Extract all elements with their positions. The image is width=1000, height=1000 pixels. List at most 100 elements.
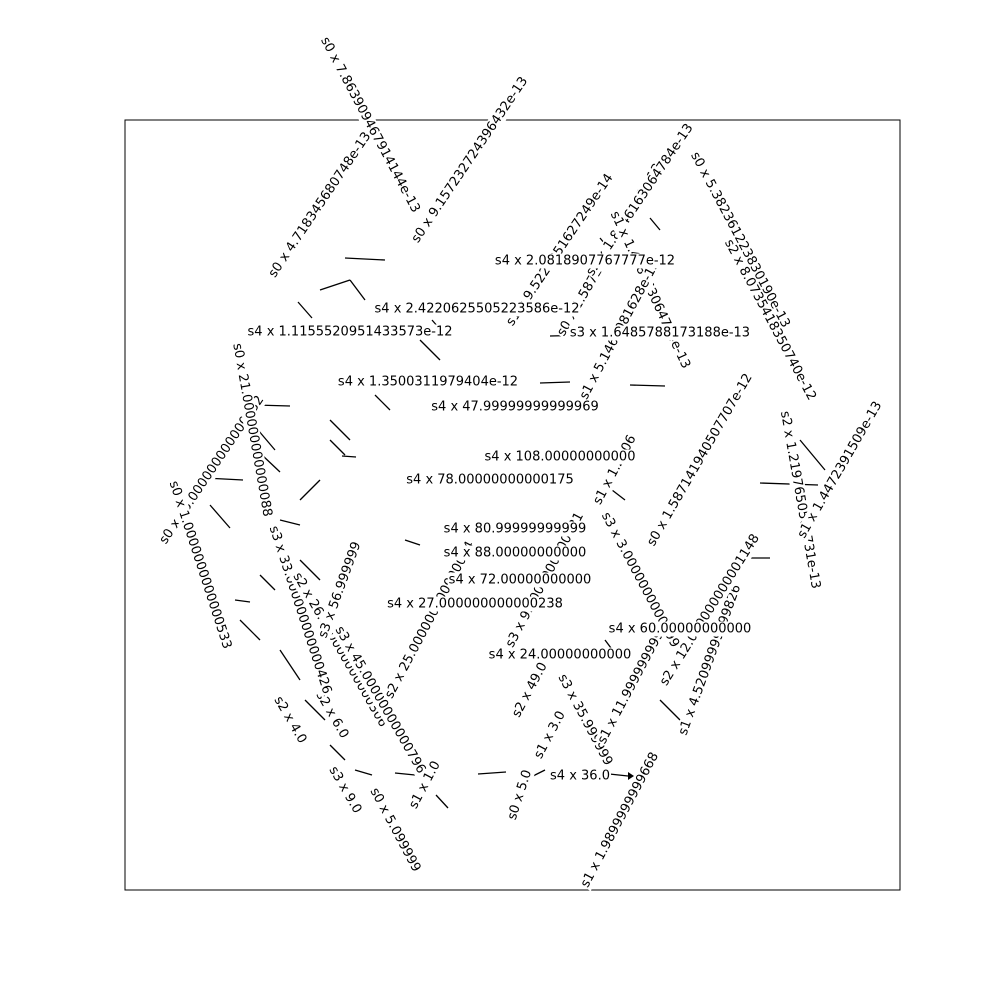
edge-label-slanted-text: s2 x 6.0 — [313, 689, 352, 741]
edge-line — [419, 339, 441, 361]
edge-label-slanted-background — [504, 767, 536, 823]
edge-label-slanted-text: s0 x 1.0000000000000533 — [166, 479, 235, 651]
edge-line — [329, 419, 351, 441]
edge-label-slanted: s0 x 5.382361223830190e-13 — [686, 148, 794, 332]
edge-label-horizontal: s4 x 72.00000000000 — [447, 572, 593, 588]
edge-line — [629, 384, 666, 387]
edge-label-slanted-text: s1 x 1.2906 — [590, 433, 639, 508]
edge-label-slanted: s0 x 1.587141940507707e-12 — [643, 370, 757, 550]
edge-line — [659, 699, 681, 721]
edge-label-slanted-text: s0 x 4.718345680748e-13 — [266, 130, 375, 281]
edge-label-horizontal-background — [442, 521, 588, 537]
edge-line — [611, 489, 626, 501]
edge-label-slanted-background — [643, 370, 757, 550]
edge-label-horizontal-text: s4 x 36.0 — [550, 769, 610, 784]
edge-label-slanted-background — [720, 236, 820, 404]
edge-label-slanted-background — [530, 707, 570, 763]
edge-label-horizontal: s4 x 24.00000000000 — [487, 647, 633, 663]
edge-line — [299, 479, 321, 501]
edge-label-horizontal-background — [549, 768, 611, 784]
edge-label-horizontal-text: s4 x 1.1155520951433573e-12 — [248, 325, 453, 340]
edge-line — [341, 455, 357, 458]
edge-line — [394, 772, 416, 776]
edge-label-slanted-background — [331, 622, 429, 778]
edge-label-horizontal-background — [386, 596, 564, 612]
edge-label-slanted-background — [229, 341, 275, 519]
edge-line — [279, 649, 301, 681]
edge-line — [329, 744, 346, 761]
edge-label-slanted-text: s2 x 8.0735418350740e-12 — [721, 237, 819, 403]
edge-line — [349, 279, 366, 301]
edge-line — [374, 394, 391, 411]
edge-label-slanted-text: s1 x 3.0 — [531, 709, 569, 762]
edge-line — [234, 599, 251, 603]
edge-label-horizontal-background — [487, 647, 633, 663]
edge-line — [539, 381, 571, 384]
edge-label-slanted: s2 x 4.0 — [270, 693, 310, 747]
edge-line — [344, 257, 386, 261]
edge-label-slanted-background — [289, 569, 391, 731]
edge-label-slanted-text: s3 x 56.999999 — [316, 540, 365, 640]
edge-line — [435, 794, 449, 809]
edge-label-horizontal-text: s4 x 47.99999999999969 — [431, 400, 598, 415]
edge-line — [261, 454, 281, 473]
edge-label-slanted-background — [554, 670, 616, 770]
edge-line — [209, 504, 231, 529]
edge-label-horizontal: s4 x 80.99999999999 — [442, 521, 588, 537]
edge-label-horizontal-text: s4 x 2.0818907767777e-12 — [495, 254, 675, 269]
edge-label-slanted-text: s2 x 4.0 — [271, 694, 310, 746]
edge-label-slanted-background — [405, 757, 445, 813]
edge-label-horizontal: s4 x 78.00000000000175 — [405, 472, 575, 488]
edge-line — [299, 559, 321, 581]
edge-label-slanted-background — [312, 688, 352, 742]
edge-label-slanted: s2 x 6.0 — [312, 688, 352, 742]
edge-label-slanted-background — [502, 170, 618, 330]
edge-line — [319, 279, 351, 291]
edge-label-slanted-background — [316, 33, 424, 217]
edge-label-slanted-background — [776, 408, 824, 592]
edge-label-slanted-text: s0 x 9.157232724396432e-13 — [409, 74, 531, 245]
edge-label-slanted: s2 x 8.0735418350740e-12 — [720, 236, 820, 404]
edge-label-slanted-text: s0 x 5.382361223830190e-13 — [687, 150, 793, 331]
edge-line — [329, 439, 346, 456]
edge-label-slanted-background — [265, 128, 375, 282]
edge-label-slanted-background — [408, 73, 532, 247]
edge-label-horizontal-background — [483, 449, 637, 465]
edge-label-horizontal-text: s4 x 72.00000000000 — [449, 573, 592, 588]
edge-label-horizontal-text: s4 x 108.00000000000 — [485, 450, 636, 465]
edge-label-slanted: s2 x 49.0 — [508, 659, 552, 721]
edge-label-horizontal-background — [442, 545, 588, 561]
edge-label-slanted-text: s0 x 1.587141940507707e-12 — [644, 371, 755, 549]
edge-line — [759, 482, 819, 486]
edge-label-horizontal-background — [373, 301, 581, 317]
edge-label-horizontal-text: s4 x 2.4220625505223586e-12 — [375, 302, 580, 317]
edge-line — [304, 699, 326, 721]
edge-label-slanted: s0 x 9.157232724396432e-13 — [408, 73, 532, 247]
edge-label-horizontal: s4 x 60.00000000000 — [607, 621, 753, 637]
edge-label-slanted-background — [366, 784, 424, 876]
edge-label-slanted-background — [315, 538, 365, 642]
edge-label-horizontal-text: s4 x 88.00000000000 — [444, 546, 587, 561]
edge-arrowhead — [628, 772, 634, 780]
edge-label-horizontal-background — [568, 325, 752, 341]
edge-label-horizontal: s4 x 1.3500311979404e-12 — [336, 374, 520, 390]
edge-line — [257, 429, 276, 451]
edge-label-horizontal: s4 x 1.1155520951433573e-12 — [246, 324, 454, 340]
edge-label-horizontal-background — [607, 621, 753, 637]
edge-label-slanted-text: s1 x 1.468163064784e-13 — [607, 209, 693, 371]
edge-line — [354, 769, 373, 776]
edge-label-slanted-background — [265, 523, 335, 697]
edge-label-slanted-background — [508, 659, 552, 721]
edge-label-slanted-background — [165, 478, 235, 652]
edge-line — [477, 771, 507, 775]
edge-label-slanted: s0 x 1.0000000000000533 — [165, 478, 235, 652]
edge-label-slanted: s1 x 1.2906 — [589, 431, 641, 509]
edge-line — [239, 619, 261, 641]
edge-label-slanted-text: s2 x 25.000000000000064 — [382, 539, 478, 701]
edge-label-horizontal-text: s4 x 24.00000000000 — [489, 648, 632, 663]
edge-label-slanted-text: s0 x 5.0 — [505, 768, 535, 822]
edge-label-horizontal-background — [447, 572, 593, 588]
edge-label-slanted-background — [656, 530, 764, 690]
